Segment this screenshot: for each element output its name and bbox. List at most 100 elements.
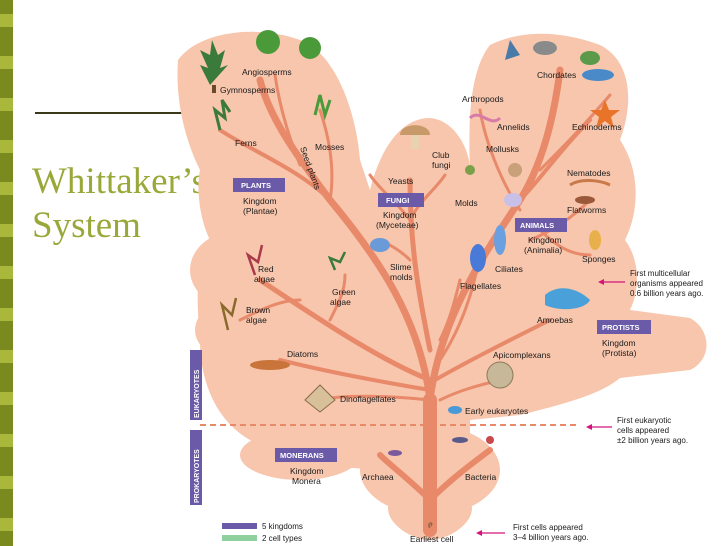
plants-kingdom-line2: (Plantae)	[243, 206, 278, 216]
first-cells-note-line1: First cells appeared	[513, 523, 583, 532]
angiosperms-label: Angiosperms	[242, 67, 292, 77]
strip-square	[0, 392, 13, 405]
yeasts-label: Yeasts	[388, 176, 413, 186]
strip-square	[0, 224, 13, 237]
chordates-label: Chordates	[537, 70, 576, 80]
strip-square	[0, 56, 13, 69]
multicellular-arrowhead	[598, 279, 604, 285]
red-algae-line1: Red	[258, 264, 274, 274]
slide-title: Whittaker’s System	[32, 160, 206, 248]
club-fungi-line2: fungi	[432, 160, 451, 170]
earliest-cell-label: Earliest cell	[410, 534, 454, 544]
plants-kingdom-line1: Kingdom	[243, 196, 277, 206]
strip-square	[0, 266, 13, 279]
flatworm-icon	[575, 196, 595, 204]
fish-icon	[582, 69, 614, 81]
eukaryotic-arrowhead	[586, 424, 592, 430]
fungi-kingdom-line2: (Myceteae)	[376, 220, 419, 230]
ciliate-icon	[470, 244, 486, 272]
jellyfish-icon	[504, 193, 522, 207]
mosses-label: Mosses	[315, 142, 344, 152]
broadleaf-tree-icon	[256, 30, 280, 54]
left-accent-strip	[0, 0, 13, 546]
archaea-icon	[388, 450, 402, 456]
title-line-1: Whittaker’s	[32, 161, 206, 202]
brown-algae-icon	[219, 297, 238, 331]
red-algae-icon	[245, 244, 264, 276]
flagellate-icon	[494, 225, 506, 255]
fern-icon	[212, 99, 232, 131]
amoeba-icon	[545, 288, 590, 310]
animals-tag	[515, 218, 567, 232]
amoebas-label: Amoebas	[537, 315, 573, 325]
strip-square	[0, 434, 13, 447]
echinoderms-label: Echinoderms	[572, 122, 622, 132]
animals-tag-text: ANIMALS	[520, 221, 554, 230]
fungi-kingdom-line1: Kingdom	[383, 210, 417, 220]
first-cells-arrowhead	[476, 530, 482, 536]
conifer-trunk-icon	[212, 85, 216, 93]
protists-tag	[597, 320, 651, 334]
earliest-cell-icon	[428, 522, 433, 529]
multicellular-note-line3: 0.6 billion years ago.	[630, 289, 703, 298]
animals-kingdom-line1: Kingdom	[528, 235, 562, 245]
brown-algae-line2: algae	[246, 315, 267, 325]
eukaryotes-side-bar	[190, 350, 202, 420]
mollusks-label: Mollusks	[486, 144, 519, 154]
mold-icon	[465, 165, 475, 175]
annelid-worm-icon	[468, 113, 502, 123]
slime-mold-icon	[370, 238, 390, 252]
green-algae-icon	[327, 251, 347, 271]
monerans-tag	[275, 448, 337, 462]
organism-icons	[200, 30, 620, 529]
annotations: First multicellular organisms appeared 0…	[513, 269, 703, 542]
annotation-arrows	[476, 279, 625, 536]
animals-kingdom-line2: (Animalia)	[524, 245, 562, 255]
red-algae-line2: algae	[254, 274, 275, 284]
green-algae-line2: algae	[330, 297, 351, 307]
bacteria-coccus-icon	[486, 436, 494, 444]
archaea-label: Archaea	[362, 472, 394, 482]
strip-square	[0, 98, 13, 111]
ciliates-label: Ciliates	[495, 264, 523, 274]
plants-tag	[233, 178, 285, 192]
dinoflagellates-label: Dinoflagellates	[340, 394, 396, 404]
broadleaf-tree-icon	[299, 37, 321, 59]
flatworms-label: Flatworms	[567, 205, 606, 215]
apicomplexans-label: Apicomplexans	[493, 350, 551, 360]
protists-kingdom-line1: Kingdom	[602, 338, 636, 348]
prokaryotes-label: PROKARYOTES	[194, 449, 201, 503]
legend-kingdoms-label: 5 kingdoms	[262, 522, 303, 531]
arthropods-label: Arthropods	[462, 94, 504, 104]
title-rule	[35, 112, 185, 114]
legend-kingdoms-swatch	[222, 523, 257, 529]
legend: 5 kingdoms 2 cell types	[222, 522, 303, 543]
strip-square	[0, 518, 13, 531]
nematodes-label: Nematodes	[567, 168, 610, 178]
protists-kingdom-line2: (Protista)	[602, 348, 637, 358]
brown-algae-line1: Brown	[246, 305, 270, 315]
mouse-icon	[533, 41, 557, 55]
monerans-kingdom-line2: Monera	[292, 476, 321, 486]
bird-icon	[505, 40, 520, 60]
early-eukaryotes-label: Early eukaryotes	[465, 406, 528, 416]
monerans-kingdom-line1: Kingdom	[290, 466, 324, 476]
tree-blob	[177, 31, 707, 540]
slime-molds-line1: Slime	[390, 262, 412, 272]
moss-icon	[313, 94, 332, 121]
apicomplexan-icon	[486, 361, 514, 389]
bacteria-rod-icon	[452, 437, 468, 443]
strip-square	[0, 14, 13, 27]
snail-icon	[508, 163, 522, 177]
kingdom-names: Kingdom (Plantae) Kingdom (Myceteae) Kin…	[243, 196, 637, 486]
bacteria-label: Bacteria	[465, 472, 496, 482]
multicellular-note-line1: First multicellular	[630, 269, 690, 278]
club-fungi-line1: Club	[432, 150, 450, 160]
eukaryotic-note-line2: cells appeared	[617, 426, 669, 435]
diatom-icon	[250, 360, 290, 370]
conifer-tree-icon	[200, 40, 228, 85]
annelids-label: Annelids	[497, 122, 530, 132]
fungi-tag-text: FUNGI	[386, 196, 409, 205]
strip-square	[0, 140, 13, 153]
